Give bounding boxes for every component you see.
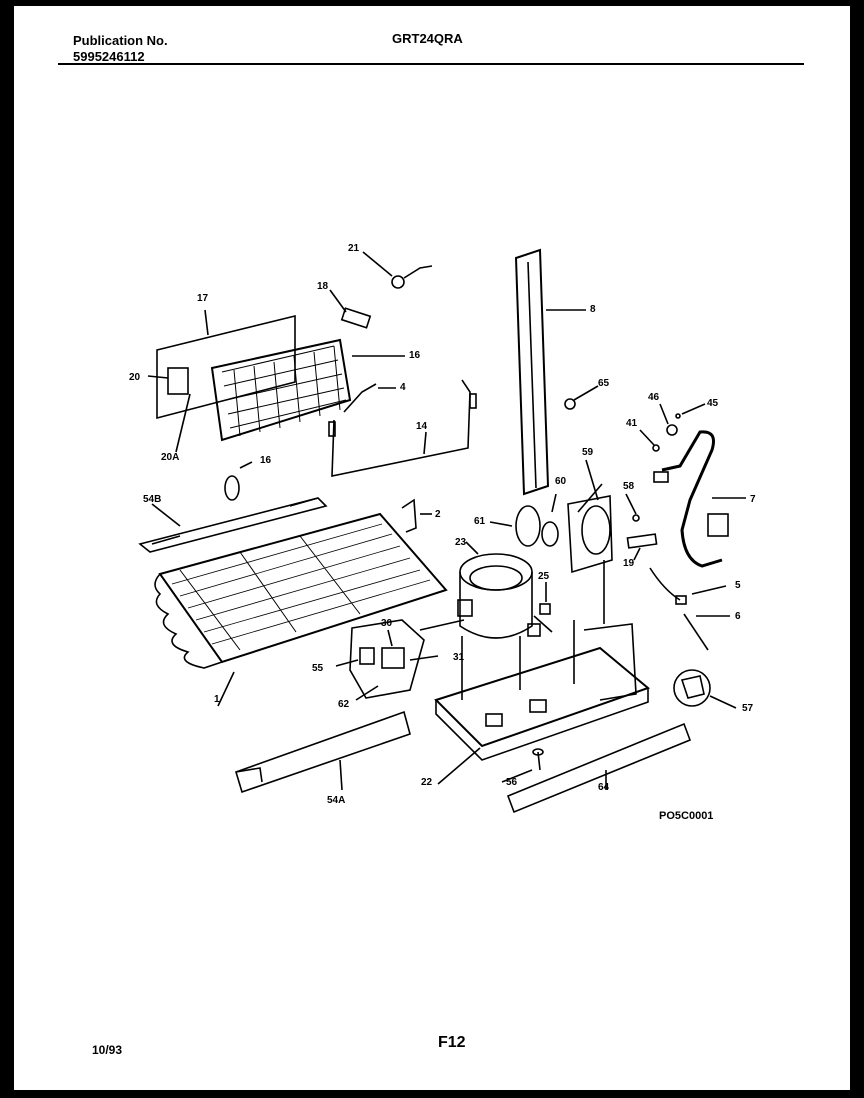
callout-21: 21 [348,243,360,254]
callout-16: 16 [260,455,272,466]
callout-8: 8 [590,304,596,315]
callout-4: 4 [400,382,406,393]
drain-pan-part [673,669,737,709]
grommet-part [224,475,240,501]
condenser-fan-part [489,493,559,547]
publication-number: 5995246112 [73,49,145,64]
left-rail-part [235,710,411,794]
callout-22: 22 [421,777,433,788]
power-cord-part [653,430,746,568]
callout-57: 57 [742,703,754,714]
suction-line-part [328,379,477,477]
callout-59: 59 [582,447,594,458]
callout-46: 46 [648,392,660,403]
terminal-part [639,403,706,452]
callout-1: 1 [214,694,220,705]
callout-65: 65 [598,378,610,389]
compressor-part [457,541,533,639]
evaporator-part [156,309,405,442]
callout-62: 62 [338,699,350,710]
relay-overload-part [335,619,465,701]
screw-part-56 [501,748,544,783]
rear-rail-part [138,497,328,553]
front-rail-part [506,722,692,814]
callout-54a: 54A [327,795,346,806]
callout-5: 5 [735,580,741,591]
callout-15: 16 [409,350,421,361]
callout-56: 56 [506,777,518,788]
callout-17: 17 [197,293,209,304]
page-number: F12 [438,1034,466,1051]
model-number: GRT24QRA [392,31,463,46]
callout-6: 6 [735,611,741,622]
publication-label: Publication No. [73,33,168,48]
screw-part [564,385,599,410]
callout-41: 41 [626,418,638,429]
header-rule [58,63,804,65]
callout-14: 14 [416,421,428,432]
callout-31: 31 [453,652,465,663]
callout-18: 18 [317,281,329,292]
callout-58: 58 [623,481,635,492]
callout-61: 61 [474,516,486,527]
figure-code: PO5C0001 [659,810,714,822]
bracket-part [401,498,417,533]
callout-7: 7 [750,494,756,505]
callout-19: 19 [623,558,635,569]
callout-2: 2 [435,509,441,520]
divider-channel-part [514,248,586,496]
callout-60: 60 [555,476,567,487]
callout-30: 30 [381,618,393,629]
sleeve-part [626,533,658,549]
condenser-part [154,512,448,707]
thermostat-part [362,251,433,289]
callout-23: 23 [455,537,467,548]
harness-part [649,567,730,651]
fan-bracket-part [567,459,613,574]
parts-sheet [14,6,850,1090]
callout-55: 55 [312,663,324,674]
callout-20: 20 [129,372,141,383]
callout-54b: 54B [143,494,162,505]
callout-64: 64 [598,782,610,793]
capillary-part [343,383,396,413]
callout-45: 45 [707,398,719,409]
callout-20a: 20A [161,452,180,463]
defrost-clip-part [329,289,372,329]
footer-date: 10/93 [92,1043,123,1057]
defrost-heater-part [147,367,191,453]
compressor-base-part [434,560,650,785]
callout-25: 25 [538,571,550,582]
